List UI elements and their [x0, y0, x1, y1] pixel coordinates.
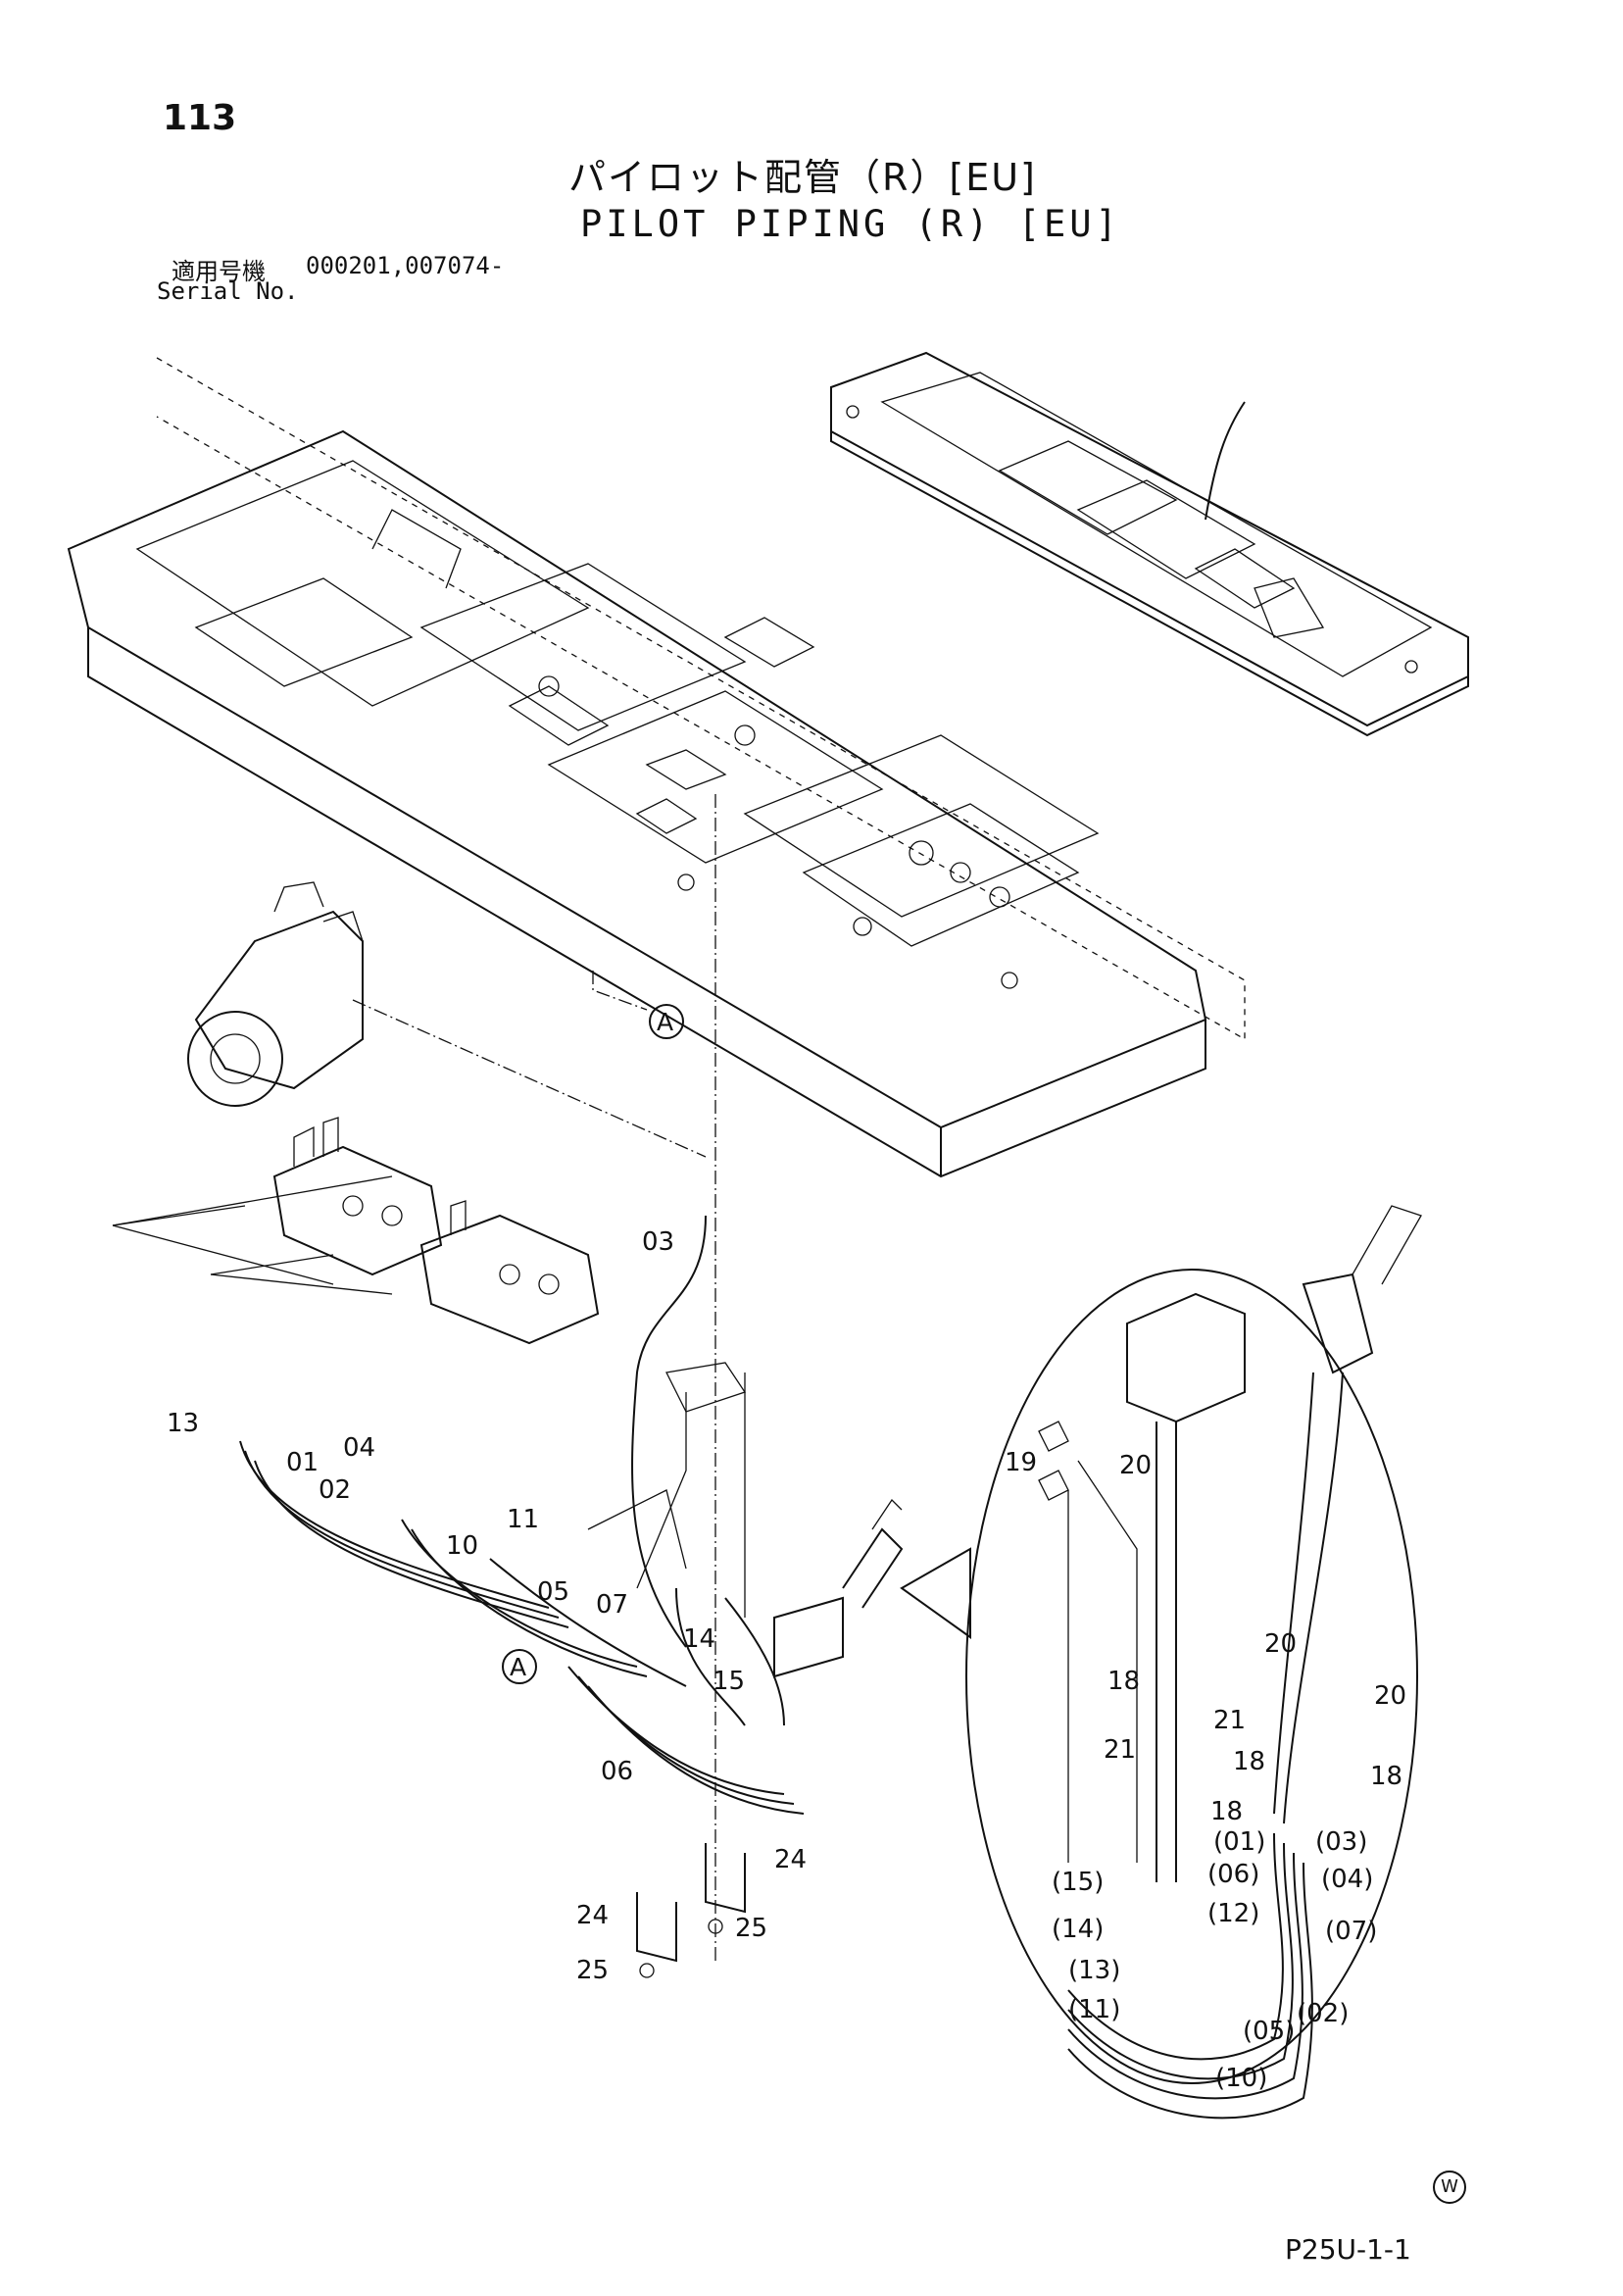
detail-callout-06: (06)	[1207, 1860, 1259, 1889]
detail-callout-14: (14)	[1052, 1915, 1104, 1944]
callout-13: 13	[167, 1409, 199, 1438]
callout-24-right: 24	[774, 1845, 807, 1874]
detail-callout-01: (01)	[1213, 1827, 1265, 1857]
hose-routing	[239, 1215, 805, 1815]
detail-a-marker-lower	[502, 1649, 537, 1684]
detail-callout-13: (13)	[1068, 1956, 1120, 1985]
detail-a-marker-upper	[649, 1004, 684, 1039]
figure-code: P25U-1-1	[1285, 2233, 1411, 2266]
title-english: PILOT PIPING (R) [EU]	[580, 203, 1121, 245]
callout-25-right: 25	[735, 1914, 767, 1943]
callout-05: 05	[537, 1577, 569, 1607]
overview-frame-drawing	[830, 351, 1469, 737]
callout-10: 10	[446, 1531, 478, 1561]
detail-callout-02: (02)	[1297, 1999, 1349, 2028]
callout-24-left: 24	[576, 1901, 609, 1930]
callout-14: 14	[683, 1624, 715, 1654]
serial-label-japanese: 適用号機	[172, 258, 266, 285]
detail-a-label-upper: A	[657, 1008, 673, 1036]
pump-drawing	[187, 881, 364, 1107]
detail-callout-04: (04)	[1321, 1865, 1373, 1894]
leader-lines	[112, 794, 716, 1961]
title-japanese: パイロット配管（R）[EU]	[568, 156, 1037, 199]
detail-callout-12: (12)	[1207, 1899, 1259, 1928]
bracket-drawing	[636, 1843, 746, 1978]
detail-callout-21-left: 21	[1104, 1735, 1136, 1765]
detail-callout-18-center: 18	[1233, 1747, 1265, 1776]
detail-callout-18-right: 18	[1370, 1762, 1402, 1791]
detail-callout-18-left: 18	[1107, 1667, 1140, 1696]
detail-callout-20-mid: 20	[1264, 1629, 1297, 1659]
callout-01: 01	[286, 1448, 319, 1477]
detail-callout-07: (07)	[1325, 1917, 1377, 1946]
detail-callout-20-top: 20	[1119, 1451, 1152, 1480]
w-mark: W	[1433, 2171, 1466, 2204]
callout-03: 03	[642, 1227, 674, 1257]
detail-callout-19: 19	[1005, 1448, 1037, 1477]
detail-callout-15: (15)	[1052, 1868, 1104, 1897]
detail-callout-03: (03)	[1315, 1827, 1367, 1857]
control-valve-drawing	[272, 1117, 600, 1345]
detail-callout-18-lower: 18	[1210, 1797, 1243, 1826]
callout-07: 07	[596, 1590, 628, 1620]
callout-labels: 03 13 01 04 02 10 11 05 07 14 15 06 24 2…	[167, 1004, 1406, 2093]
detail-view	[900, 1205, 1422, 2120]
detail-callout-21-right: 21	[1213, 1706, 1246, 1735]
detail-callout-05: (05)	[1243, 2017, 1295, 2046]
callout-25-left: 25	[576, 1956, 609, 1985]
upper-frame-drawing	[67, 357, 1246, 1178]
callout-15: 15	[713, 1667, 745, 1696]
detail-callout-20-right: 20	[1374, 1681, 1406, 1711]
callout-02: 02	[319, 1475, 351, 1505]
pilot-valve-drawing	[773, 1498, 904, 1678]
callout-06: 06	[601, 1757, 633, 1786]
serial-values: 000201,007074-	[306, 252, 505, 279]
callout-04: 04	[343, 1433, 375, 1463]
page-number: 113	[163, 98, 237, 138]
serial-label-english: Serial No.	[157, 277, 299, 305]
detail-callout-10: (10)	[1215, 2064, 1267, 2093]
detail-a-label-lower: A	[510, 1653, 526, 1681]
callout-11: 11	[507, 1505, 539, 1534]
detail-callout-11: (11)	[1068, 1995, 1120, 2024]
